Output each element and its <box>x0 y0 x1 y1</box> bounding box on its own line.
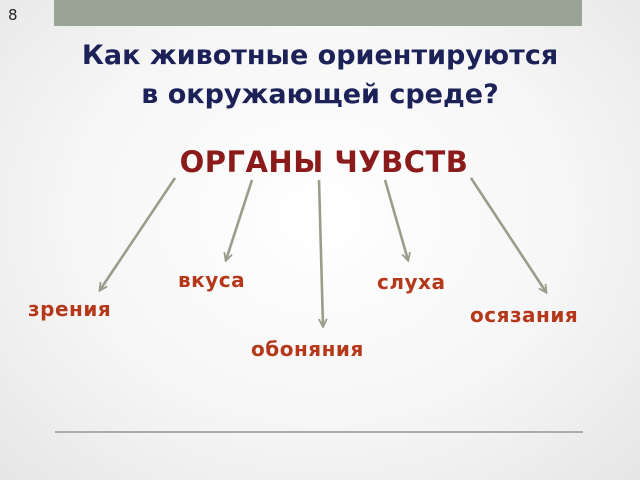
title-line-1: Как животные ориентируются <box>81 40 559 71</box>
sense-smell: обоняния <box>251 337 364 361</box>
sense-touch: осязания <box>470 303 579 327</box>
arrow-to-vision <box>100 177 177 290</box>
sense-hearing: слуха <box>377 270 446 294</box>
arrow-to-hearing <box>383 179 408 260</box>
arrow-to-touch <box>469 177 546 292</box>
top-decorative-bar <box>54 0 582 26</box>
diagram-heading: ОРГАНЫ ЧУВСТВ <box>179 145 469 179</box>
title-line-2: в окружающей среде? <box>141 79 499 110</box>
slide-number: 8 <box>8 6 18 24</box>
bottom-divider <box>55 431 583 433</box>
sense-taste: вкуса <box>178 268 246 292</box>
arrow-to-taste <box>226 179 254 260</box>
arrow-to-smell <box>317 179 323 326</box>
sense-vision: зрения <box>28 297 112 321</box>
slide-title: Как животные ориентируются в окружающей … <box>0 36 640 114</box>
